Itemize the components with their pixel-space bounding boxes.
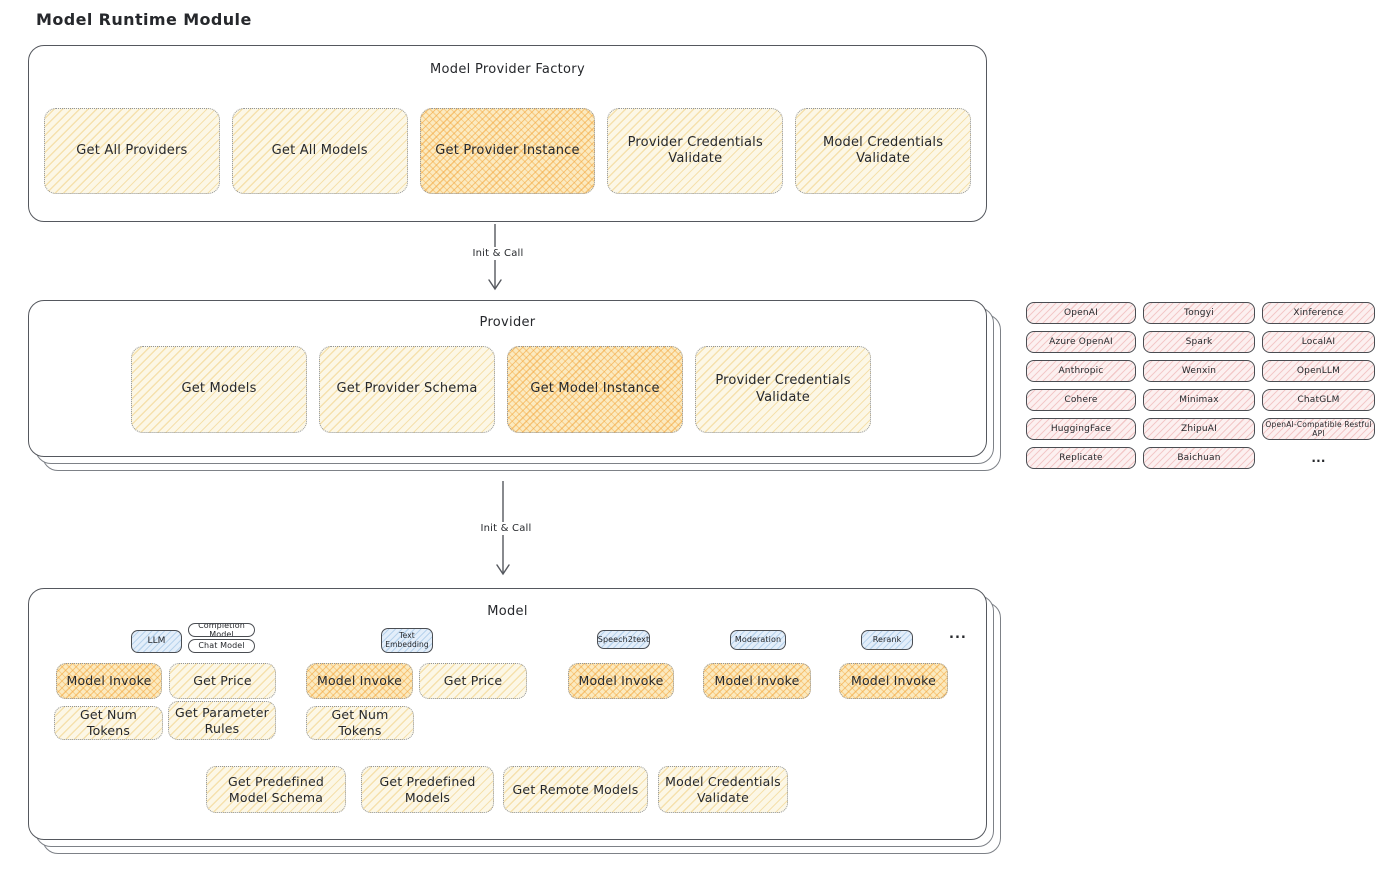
provider-box: Get Provider Schema <box>319 346 495 433</box>
model-container: Model LLM Completion Model Chat Model Te… <box>28 588 987 840</box>
get-price-box: Get Price <box>169 663 276 699</box>
page-title: Model Runtime Module <box>36 10 252 29</box>
vendor-cell: ... <box>1311 451 1326 465</box>
get-num-tokens-box: Get Num Tokens <box>54 706 163 740</box>
tag-speech2text: Speech2text <box>597 630 650 649</box>
vendor-cell: Cohere <box>1026 389 1136 411</box>
vendor-cell: Azure OpenAI <box>1026 331 1136 353</box>
get-price-box: Get Price <box>419 663 527 699</box>
tag-chat-model: Chat Model <box>188 639 255 653</box>
get-predefined-models-box: Get Predefined Models <box>361 766 494 813</box>
model-invoke-box: Model Invoke <box>703 663 811 699</box>
arrow-label-init-call-2: Init & Call <box>463 522 549 535</box>
vendor-cell: ChatGLM <box>1262 389 1375 411</box>
model-credentials-validate-box: Model Credentials Validate <box>658 766 788 813</box>
factory-box: Provider Credentials Validate <box>607 108 784 194</box>
vendor-cell: ZhipuAI <box>1143 418 1255 440</box>
tag-llm: LLM <box>131 630 182 653</box>
tag-moderation: Moderation <box>730 630 786 650</box>
model-invoke-box: Model Invoke <box>568 663 674 699</box>
model-invoke-box: Model Invoke <box>306 663 413 699</box>
vendor-cell: HuggingFace <box>1026 418 1136 440</box>
get-remote-models-box: Get Remote Models <box>503 766 648 813</box>
factory-container: Model Provider Factory Get All Providers… <box>28 45 987 222</box>
vendor-cell: Replicate <box>1026 447 1136 469</box>
tag-text-embedding: Text Embedding <box>381 628 433 653</box>
vendor-cell: Minimax <box>1143 389 1255 411</box>
model-invoke-box: Model Invoke <box>56 663 162 699</box>
get-predefined-model-schema-box: Get Predefined Model Schema <box>206 766 346 813</box>
vendor-cell: Wenxin <box>1143 360 1255 382</box>
vendor-cell: Baichuan <box>1143 447 1255 469</box>
factory-box: Get Provider Instance <box>419 108 596 194</box>
model-title: Model <box>487 604 528 619</box>
vendor-cell: Anthropic <box>1026 360 1136 382</box>
vendor-cell: OpenLLM <box>1262 360 1375 382</box>
factory-title: Model Provider Factory <box>430 62 585 77</box>
factory-box: Get All Models <box>231 108 408 194</box>
tag-completion-model: Completion Model <box>188 623 255 637</box>
get-parameter-rules-box: Get Parameter Rules <box>168 701 276 740</box>
provider-box: Get Model Instance <box>507 346 683 433</box>
vendor-cell: Spark <box>1143 331 1255 353</box>
arrow-down-icon <box>488 224 502 291</box>
factory-box: Model Credentials Validate <box>795 108 971 194</box>
provider-title: Provider <box>479 315 536 330</box>
tag-rerank: Rerank <box>861 630 913 650</box>
arrow-label-init-call-1: Init & Call <box>455 247 541 260</box>
vendor-cell: LocalAI <box>1262 331 1375 353</box>
vendor-cell: OpenAI <box>1026 302 1136 324</box>
tags-ellipsis: ... <box>949 627 967 642</box>
vendor-cell: Xinference <box>1262 302 1375 324</box>
get-num-tokens-box: Get Num Tokens <box>306 706 414 740</box>
model-invoke-box: Model Invoke <box>839 663 948 699</box>
vendor-cell: Tongyi <box>1143 302 1255 324</box>
factory-box: Get All Providers <box>44 108 220 194</box>
provider-box: Provider Credentials Validate <box>695 346 871 433</box>
vendor-cell: OpenAI-Compatible Restful API <box>1262 418 1375 440</box>
provider-box: Get Models <box>131 346 307 433</box>
